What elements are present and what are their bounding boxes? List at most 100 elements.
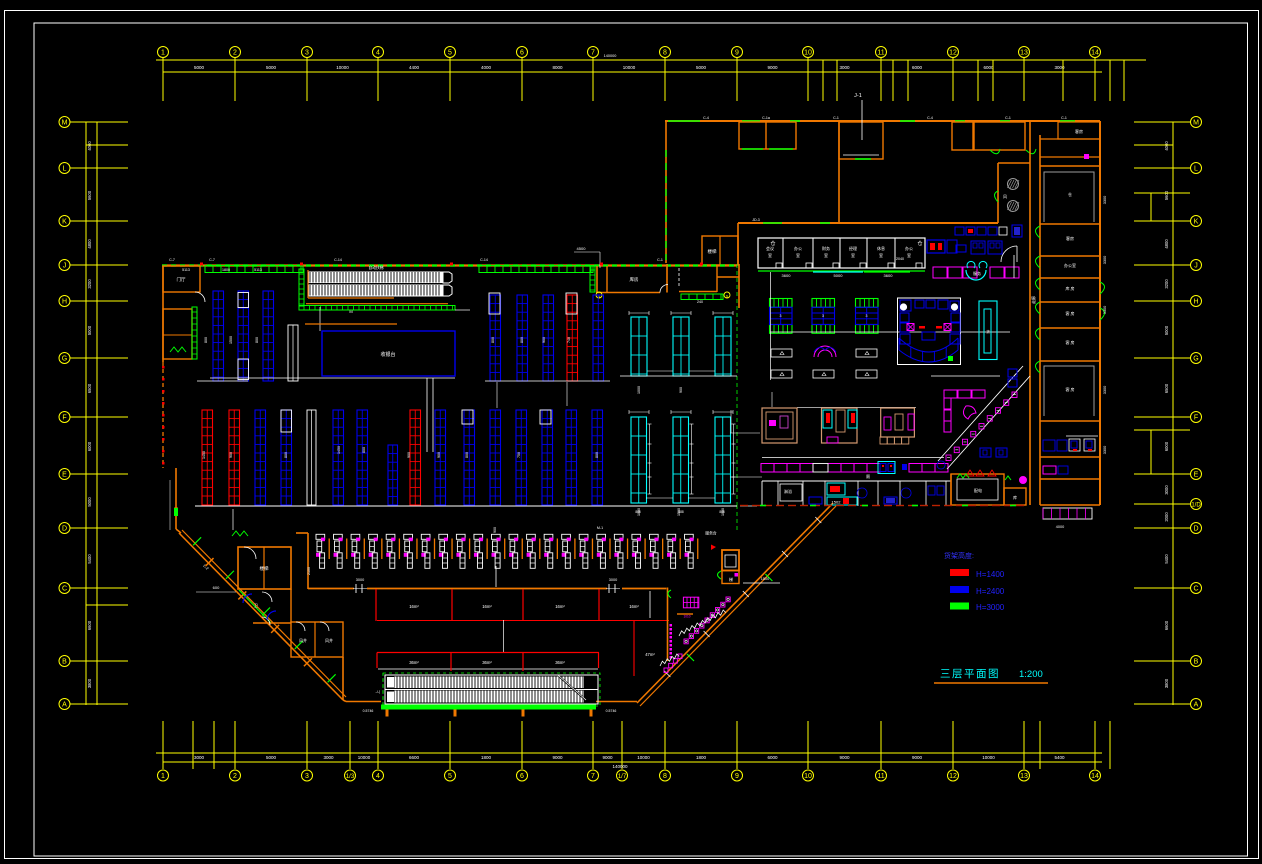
svg-text:C-4: C-4 <box>927 116 933 120</box>
svg-text:财务: 财务 <box>822 245 830 251</box>
svg-text:900: 900 <box>407 452 411 458</box>
svg-text:800: 800 <box>362 447 366 453</box>
svg-text:办公室: 办公室 <box>1064 262 1076 268</box>
svg-text:卫: 卫 <box>254 603 258 608</box>
svg-text:C-1: C-1 <box>833 116 839 120</box>
svg-text:1/3: 1/3 <box>346 774 355 780</box>
svg-text:12: 12 <box>949 50 957 57</box>
svg-text:740: 740 <box>567 337 571 343</box>
svg-text:5400: 5400 <box>1164 554 1169 564</box>
svg-text:3300: 3300 <box>1103 256 1107 264</box>
svg-text:1010: 1010 <box>683 615 690 619</box>
svg-text:M: M <box>1193 120 1199 127</box>
svg-text:风: 风 <box>1003 194 1007 199</box>
svg-text:5400: 5400 <box>1054 755 1065 760</box>
svg-text:3: 3 <box>305 50 309 57</box>
svg-text:库: 库 <box>1013 494 1017 500</box>
svg-text:1:200: 1:200 <box>1019 669 1043 680</box>
svg-text:888: 888 <box>678 510 684 514</box>
svg-text:13: 13 <box>1020 773 1028 780</box>
svg-text:5000: 5000 <box>266 65 277 70</box>
svg-text:1450: 1450 <box>337 446 341 454</box>
svg-text:M: M <box>349 309 352 314</box>
svg-text:5000: 5000 <box>266 755 277 760</box>
svg-text:12: 12 <box>949 773 957 780</box>
svg-text:6600: 6600 <box>1164 620 1169 630</box>
svg-text:1/7: 1/7 <box>618 774 627 780</box>
svg-text:6000: 6000 <box>983 65 994 70</box>
svg-text:6000: 6000 <box>767 755 778 760</box>
svg-text:3300: 3300 <box>1103 446 1107 454</box>
svg-text:800: 800 <box>465 452 469 458</box>
svg-text:F: F <box>1194 415 1198 422</box>
svg-text:收银台: 收银台 <box>380 351 395 358</box>
svg-text:10000: 10000 <box>358 755 371 760</box>
svg-text:C-1: C-1 <box>657 258 663 262</box>
svg-text:上: 上 <box>374 690 380 694</box>
svg-text:1500: 1500 <box>677 508 681 516</box>
svg-text:4000: 4000 <box>1056 525 1064 529</box>
svg-text:客房: 客房 <box>1066 235 1074 241</box>
svg-text:S: S <box>726 294 729 299</box>
svg-text:H=1400: H=1400 <box>976 570 1005 579</box>
svg-text:库 房: 库 房 <box>1065 285 1074 291</box>
svg-text:3000: 3000 <box>194 755 205 760</box>
svg-text:5000: 5000 <box>1164 325 1169 335</box>
svg-text:3: 3 <box>780 314 782 318</box>
svg-text:C-4: C-4 <box>703 116 709 120</box>
svg-text:800: 800 <box>520 337 524 343</box>
svg-text:L: L <box>1194 166 1198 173</box>
svg-text:5000: 5000 <box>87 325 92 335</box>
svg-text:3300: 3300 <box>1103 386 1107 394</box>
svg-text:经理: 经理 <box>849 245 857 251</box>
svg-text:C: C <box>62 586 67 593</box>
svg-text:1450: 1450 <box>202 451 206 459</box>
svg-text:货架高度:: 货架高度: <box>944 551 974 560</box>
svg-text:11: 11 <box>877 50 884 57</box>
svg-text:S: S <box>598 294 601 299</box>
svg-text:1/D: 1/D <box>1191 503 1201 509</box>
svg-text:13: 13 <box>1020 50 1028 57</box>
svg-text:8000: 8000 <box>552 65 563 70</box>
svg-text:客 房: 客 房 <box>1065 339 1074 345</box>
svg-text:M: M <box>62 120 68 127</box>
svg-text:2000: 2000 <box>1164 512 1169 522</box>
svg-text:600: 600 <box>213 585 220 590</box>
svg-text:C: C <box>1193 586 1198 593</box>
svg-text:5113: 5113 <box>254 268 262 272</box>
svg-text:办公: 办公 <box>794 245 802 251</box>
svg-text:8: 8 <box>663 773 667 780</box>
svg-text:C-1: C-1 <box>1005 116 1011 120</box>
svg-text:4: 4 <box>376 50 380 57</box>
svg-text:仓: 仓 <box>1068 191 1072 197</box>
svg-text:16m²: 16m² <box>409 604 419 609</box>
svg-text:10000: 10000 <box>982 755 995 760</box>
svg-text:5113: 5113 <box>182 268 190 272</box>
svg-text:C-1: C-1 <box>1061 116 1067 120</box>
svg-text:C-7: C-7 <box>209 258 215 262</box>
svg-text:库房: 库房 <box>630 276 639 283</box>
svg-text:1500: 1500 <box>229 336 233 344</box>
svg-text:室: 室 <box>851 252 855 258</box>
svg-text:5000: 5000 <box>834 273 844 278</box>
svg-text:仓: 仓 <box>917 240 922 247</box>
svg-text:3000: 3000 <box>1054 65 1065 70</box>
svg-text:8: 8 <box>663 50 667 57</box>
svg-text:2: 2 <box>233 50 237 57</box>
svg-text:E: E <box>1194 472 1199 479</box>
svg-text:2040: 2040 <box>896 257 904 261</box>
svg-text:风井: 风井 <box>325 637 333 643</box>
svg-text:1: 1 <box>161 50 165 57</box>
svg-text:10000: 10000 <box>623 65 636 70</box>
svg-text:240: 240 <box>697 300 703 304</box>
svg-text:5600: 5600 <box>1164 190 1169 200</box>
svg-text:H=2400: H=2400 <box>976 587 1005 596</box>
svg-text:三层平面图: 三层平面图 <box>940 668 1000 680</box>
svg-text:客房: 客房 <box>1075 128 1083 134</box>
svg-text:1000: 1000 <box>637 386 641 394</box>
svg-text:4800: 4800 <box>1164 239 1169 249</box>
svg-text:9000: 9000 <box>552 755 563 760</box>
svg-text:货: 货 <box>986 329 990 334</box>
svg-text:800: 800 <box>595 452 599 458</box>
svg-text:J: J <box>63 263 67 270</box>
